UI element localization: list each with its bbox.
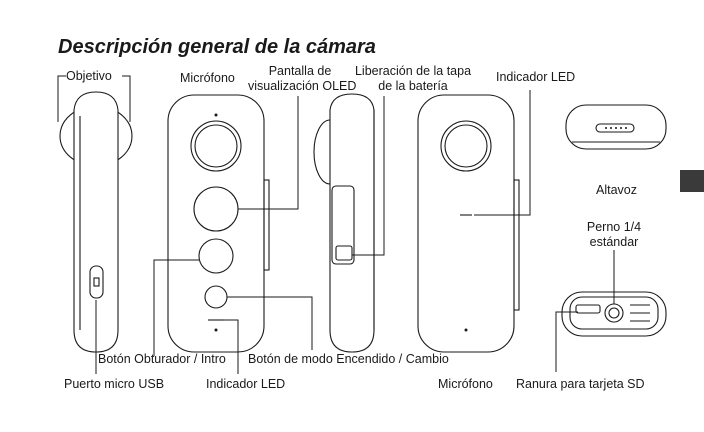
label-microfono-bottom: Micrófono bbox=[438, 377, 493, 392]
label-pantalla-line1: Pantalla de bbox=[248, 64, 352, 79]
label-perno-line1: Perno 1/4 bbox=[580, 220, 648, 235]
label-puerto-usb: Puerto micro USB bbox=[64, 377, 164, 392]
dots bbox=[215, 114, 628, 332]
label-ranura-sd: Ranura para tarjeta SD bbox=[516, 377, 645, 392]
label-liberacion-line2: de la batería bbox=[350, 79, 476, 94]
label-altavoz: Altavoz bbox=[596, 183, 637, 198]
label-liberacion-line1: Liberación de la tapa bbox=[350, 64, 476, 79]
label-pantalla-line2: visualización OLED bbox=[248, 79, 352, 94]
label-microfono-top: Micrófono bbox=[180, 71, 235, 86]
camera-back-view bbox=[418, 95, 519, 352]
label-perno: Perno 1/4 estándar bbox=[580, 220, 648, 250]
label-pantalla: Pantalla de visualización OLED bbox=[248, 64, 352, 94]
label-liberacion: Liberación de la tapa de la batería bbox=[350, 64, 476, 94]
label-indicador-led-bottom: Indicador LED bbox=[206, 377, 285, 392]
label-perno-line2: estándar bbox=[580, 235, 648, 250]
label-objetivo: Objetivo bbox=[66, 69, 112, 84]
camera-side-view-2 bbox=[314, 94, 374, 352]
label-indicador-led-top: Indicador LED bbox=[496, 70, 575, 85]
label-boton-modo: Botón de modo Encendido / Cambio bbox=[248, 352, 449, 367]
label-boton-obturador: Botón Obturador / Intro bbox=[98, 352, 226, 367]
camera-front-view bbox=[168, 95, 269, 352]
